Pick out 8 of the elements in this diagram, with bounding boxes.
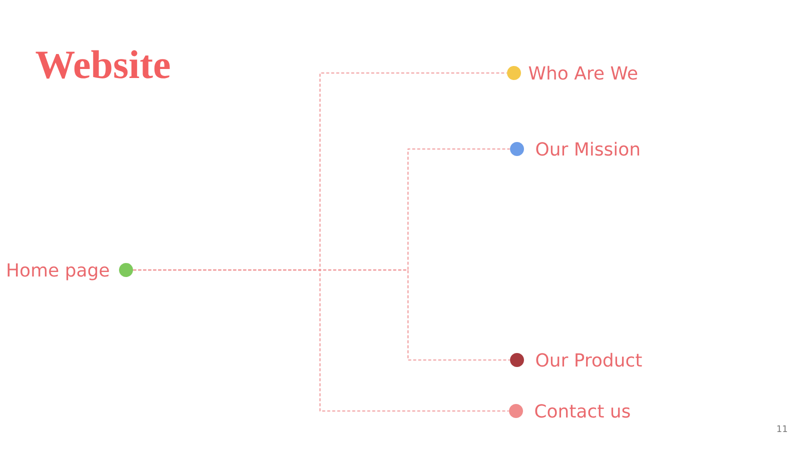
page-name: Who Are We	[528, 66, 638, 80]
page-name: Contact us	[535, 404, 630, 418]
title: Website	[36, 50, 170, 79]
page-number: 11	[777, 425, 787, 432]
dashed-connector	[132, 270, 510, 412]
page-name: Our Mission	[536, 142, 640, 156]
page-name: Home page	[8, 263, 109, 280]
page-name: Our Product	[536, 352, 642, 367]
